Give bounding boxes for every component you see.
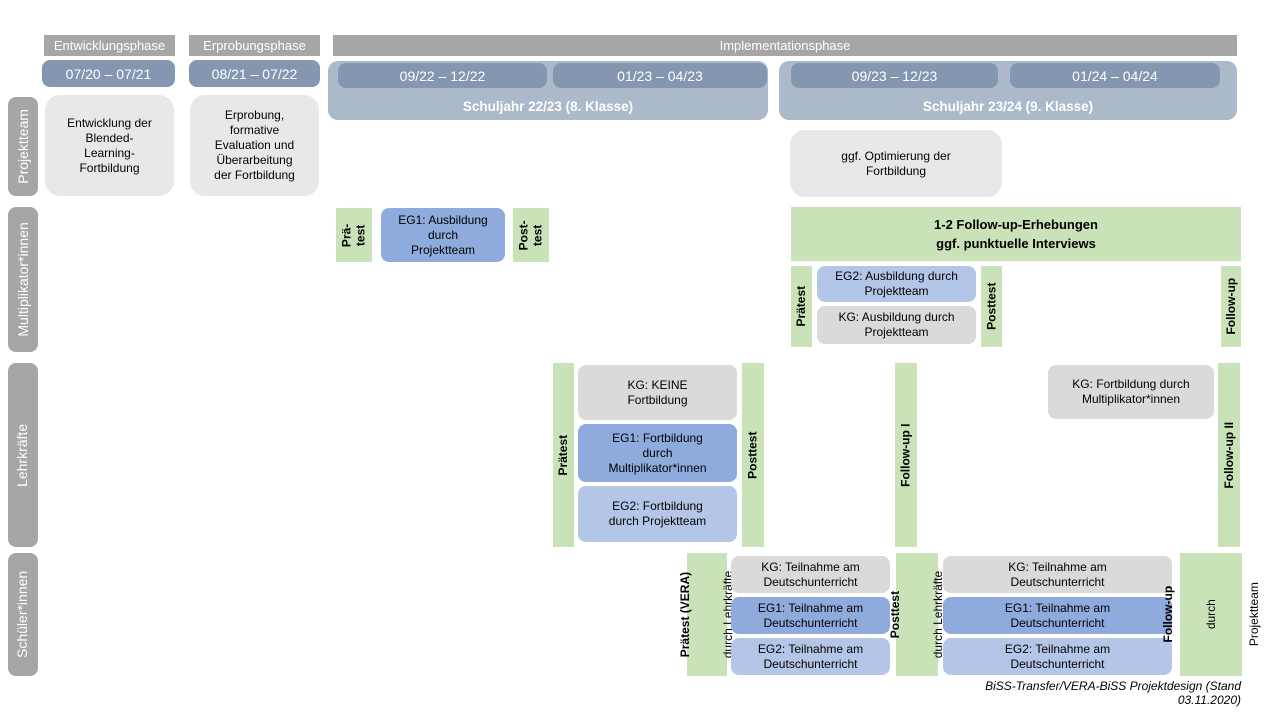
row-label-text: Multiplikator*innen	[14, 222, 31, 337]
phase-header-entwicklungsphase: Entwicklungsphase	[44, 35, 175, 56]
box-entwicklung-fortbildung: Entwicklung der Blended- Learning- Fortb…	[45, 95, 174, 196]
schoolyear-label: Schuljahr 22/23 (8. Klasse)	[462, 99, 634, 114]
box-kg-teilnahme-deutsch-1: KG: Teilnahme am Deutschunterricht	[731, 556, 890, 593]
row-label-multiplikatorinnen: Multiplikator*innen	[8, 207, 38, 352]
date-range-0720-0721: 07/20 – 07/21	[42, 60, 175, 87]
diagram-caption: BiSS-Transfer/VERA-BiSS Projektdesign (S…	[985, 679, 1241, 707]
posttest-label: Posttest	[984, 282, 999, 331]
date-range-label: 07/20 – 07/21	[65, 65, 152, 82]
date-range-0124-0424: 01/24 – 04/24	[1010, 63, 1220, 88]
praetest-label: Prätest	[556, 434, 571, 476]
box-kg-teilnahme-deutsch-2: KG: Teilnahme am Deutschunterricht	[943, 556, 1172, 593]
phase-header-erprobungsphase: Erprobungsphase	[189, 35, 320, 56]
box-kg-ausbildung-projektteam: KG: Ausbildung durch Projektteam	[817, 306, 976, 344]
row-label-schuelerinnen: Schüler*innen	[8, 553, 38, 676]
praetest-vera-bar-schueler: Prätest (VERA) durch Lehrkräfte	[678, 553, 735, 676]
date-range-label: 01/23 – 04/23	[617, 67, 703, 84]
box-eg1-ausbildung-projektteam: EG1: Ausbildung durch Projektteam	[381, 208, 505, 262]
posttest-bar-multiplikatoren-1: Post- test	[513, 208, 549, 262]
box-optimierung-fortbildung: ggf. Optimierung der Fortbildung	[790, 130, 1002, 197]
box-kg-keine-fortbildung: KG: KEINE Fortbildung	[578, 365, 737, 420]
box-text: EG2: Ausbildung durch Projektteam	[835, 269, 958, 298]
box-text: KG: Fortbildung durch Multiplikator*inne…	[1072, 377, 1190, 406]
box-text: KG: Teilnahme am Deutschunterricht	[761, 559, 860, 589]
followup2-bar-lehrkraefte: Follow-up II	[1218, 363, 1240, 547]
box-text: KG: KEINE Fortbildung	[627, 377, 688, 407]
praetest-vera-main: Prätest (VERA)	[678, 571, 693, 658]
praetest-bar-multiplikatoren-2: Prätest	[791, 266, 812, 347]
box-text: EG1: Teilnahme am Deutschunterricht	[1004, 600, 1111, 630]
followup-text: Follow-up durch Projektteam	[1132, 582, 1280, 646]
phase-header-implementationsphase: Implementationsphase	[333, 35, 1237, 56]
praetest-label: Prätest	[794, 286, 809, 327]
box-eg2-teilnahme-deutsch-1: EG2: Teilnahme am Deutschunterricht	[731, 638, 890, 675]
box-text: KG: Teilnahme am Deutschunterricht	[1008, 559, 1107, 589]
posttest-bar-multiplikatoren-2: Posttest	[981, 266, 1002, 347]
schoolyear-label: Schuljahr 23/24 (9. Klasse)	[922, 99, 1094, 114]
box-eg2-fortbildung-projektteam: EG2: Fortbildung durch Projektteam	[578, 486, 737, 542]
row-label-projektteam: Projektteam	[8, 97, 38, 196]
followup2-label: Follow-up II	[1221, 421, 1236, 489]
praetest-bar-lehrkraefte: Prätest	[553, 363, 574, 547]
followup-main: Follow-up	[1160, 586, 1175, 643]
followup1-bar-lehrkraefte: Follow-up I	[895, 363, 917, 547]
box-erprobung-evaluation: Erprobung, formative Evaluation und Über…	[190, 95, 319, 196]
followup-sub-projektteam: Projektteam	[1246, 582, 1261, 647]
date-range-0923-1223: 09/23 – 12/23	[791, 63, 998, 88]
phase-header-label: Erprobungsphase	[203, 38, 306, 53]
followup-sub-durch: durch	[1203, 599, 1218, 630]
box-text: Entwicklung der Blended- Learning- Fortb…	[67, 115, 152, 175]
box-text: ggf. Optimierung der Fortbildung	[841, 148, 951, 178]
posttest-bar-schueler: Posttest durch Lehrkräfte	[888, 553, 945, 676]
praetest-bar-multiplikatoren-1: Prä- test	[336, 208, 372, 262]
posttest-main: Posttest	[888, 590, 903, 639]
praetest-label: Prä- test	[339, 223, 368, 247]
phase-header-label: Entwicklungsphase	[53, 38, 166, 53]
posttest-label: Posttest	[745, 431, 760, 479]
date-range-0123-0423: 01/23 – 04/23	[553, 63, 767, 88]
box-kg-fortbildung-multiplikatoren: KG: Fortbildung durch Multiplikator*inne…	[1048, 365, 1214, 419]
followup-label: Follow-up	[1223, 278, 1238, 335]
row-label-text: Schüler*innen	[14, 570, 31, 659]
box-text: EG1: Teilnahme am Deutschunterricht	[757, 600, 864, 630]
followup-bar-schueler: Follow-up durch Projektteam	[1161, 553, 1261, 676]
box-text: Erprobung, formative Evaluation und Über…	[214, 108, 295, 182]
followup1-label: Follow-up I	[898, 423, 913, 487]
posttest-label: Post- test	[516, 220, 545, 250]
followup-bar-multiplikatoren: Follow-up	[1221, 266, 1241, 347]
box-text: EG2: Teilnahme am Deutschunterricht	[1004, 641, 1111, 671]
date-range-label: 01/24 – 04/24	[1072, 67, 1158, 84]
posttest-bar-lehrkraefte: Posttest	[742, 363, 764, 547]
date-range-label: 09/22 – 12/22	[399, 67, 486, 84]
date-range-0821-0722: 08/21 – 07/22	[189, 60, 320, 87]
row-label-lehrkraefte: Lehrkräfte	[8, 363, 38, 547]
banner-followup-erhebungen: 1-2 Follow-up-Erhebungen ggf. punktuelle…	[791, 207, 1241, 261]
phase-header-label: Implementationsphase	[719, 38, 851, 53]
banner-text: 1-2 Follow-up-Erhebungen ggf. punktuelle…	[934, 216, 1098, 252]
box-text: EG1: Fortbildung durch Multiplikator*inn…	[608, 430, 707, 475]
date-range-label: 09/23 – 12/23	[851, 67, 938, 84]
box-eg1-teilnahme-deutsch-1: EG1: Teilnahme am Deutschunterricht	[731, 597, 890, 634]
box-eg2-teilnahme-deutsch-2: EG2: Teilnahme am Deutschunterricht	[943, 638, 1172, 675]
box-text: EG2: Fortbildung durch Projektteam	[608, 499, 707, 528]
box-text: EG2: Teilnahme am Deutschunterricht	[757, 641, 864, 671]
date-range-0922-1222: 09/22 – 12/22	[338, 63, 547, 88]
box-eg1-teilnahme-deutsch-2: EG1: Teilnahme am Deutschunterricht	[943, 597, 1172, 634]
box-eg1-fortbildung-multiplikatoren: EG1: Fortbildung durch Multiplikator*inn…	[578, 424, 737, 482]
row-label-text: Lehrkräfte	[14, 423, 31, 487]
box-text: EG1: Ausbildung durch Projektteam	[398, 212, 488, 257]
row-label-text: Projektteam	[14, 109, 31, 184]
box-text: KG: Ausbildung durch Projektteam	[838, 310, 955, 339]
box-eg2-ausbildung-projektteam: EG2: Ausbildung durch Projektteam	[817, 266, 976, 302]
date-range-label: 08/21 – 07/22	[211, 65, 298, 82]
